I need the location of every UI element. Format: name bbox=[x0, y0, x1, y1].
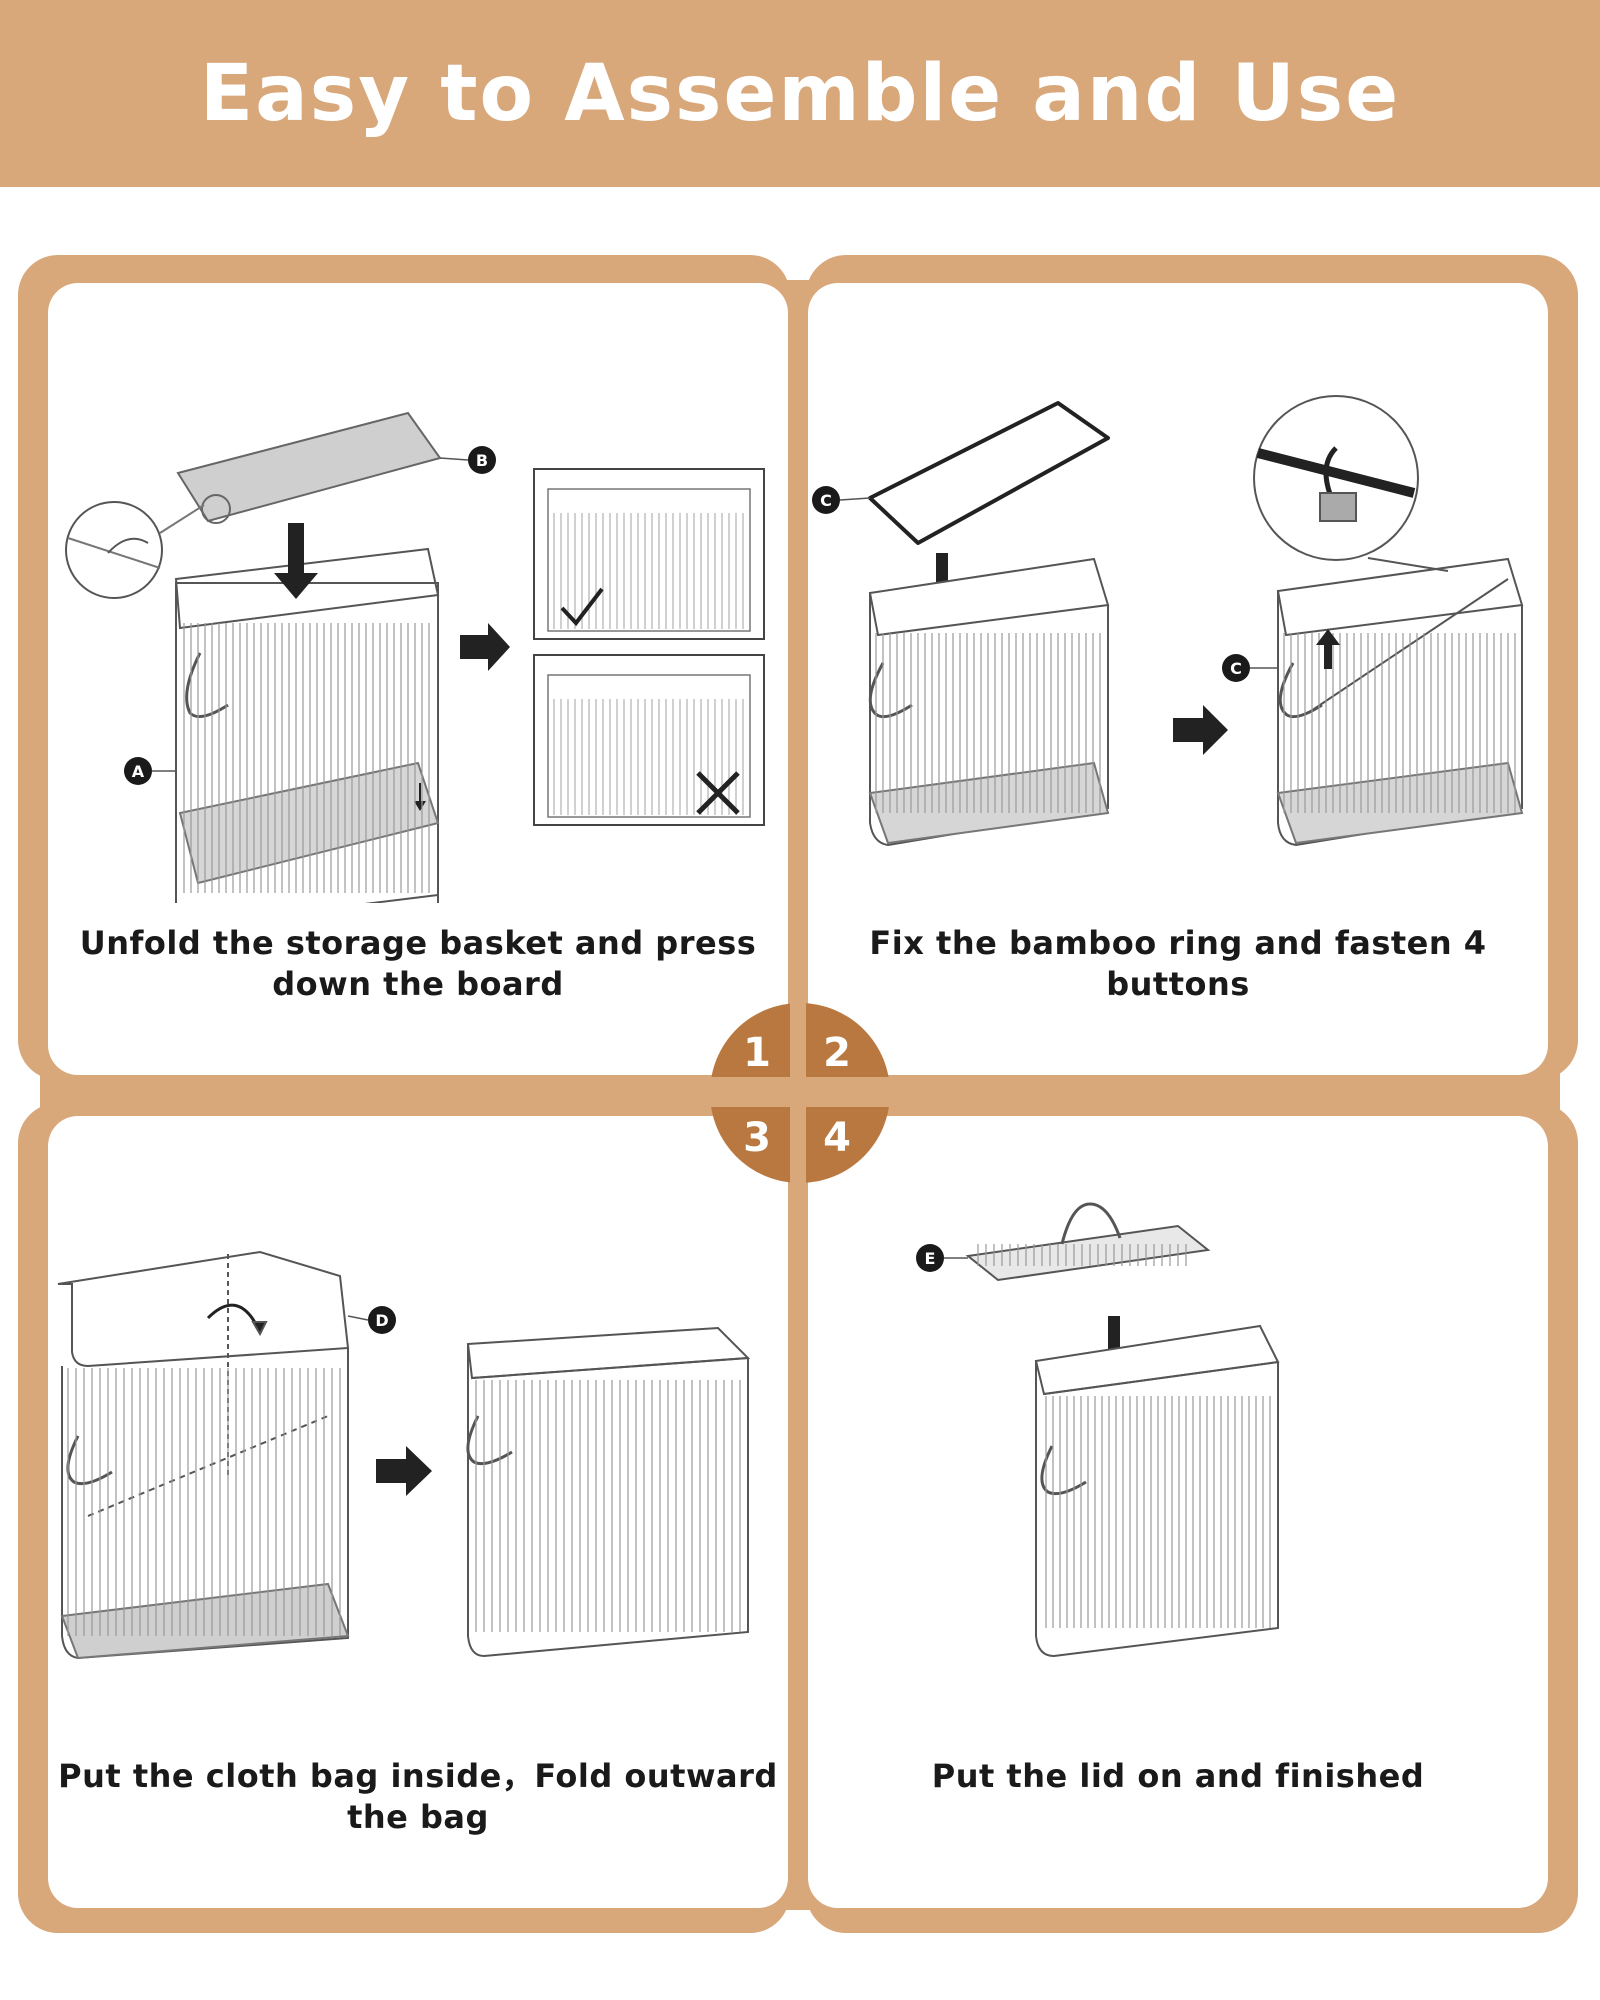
page-title: Easy to Assemble and Use bbox=[199, 48, 1401, 139]
step-badge-4: 4 bbox=[823, 1115, 851, 1161]
step-3-caption-line2: the bag bbox=[347, 1798, 489, 1836]
step-4-caption: Put the lid on and finished bbox=[808, 1756, 1548, 1797]
callout-a: A bbox=[132, 762, 145, 781]
step-2-illustration: C C bbox=[812, 395, 1524, 847]
callout-c-1: C bbox=[820, 491, 832, 510]
step-4-illustration: E bbox=[916, 1202, 1280, 1658]
step-3-caption: Put the cloth bag inside，Fold outward th… bbox=[48, 1756, 788, 1838]
step-4-caption-line1: Put the lid on and finished bbox=[931, 1757, 1425, 1795]
step-badge-1: 1 bbox=[743, 1030, 771, 1076]
step-1-caption: Unfold the storage basket and press down… bbox=[48, 923, 788, 1005]
step-3-caption-line1: Put the cloth bag inside，Fold outward bbox=[58, 1757, 778, 1795]
step-1-caption-line2: down the board bbox=[272, 965, 564, 1003]
step-2-caption: Fix the bamboo ring and fasten 4 buttons bbox=[808, 923, 1548, 1005]
callout-c-2: C bbox=[1230, 659, 1242, 678]
header-banner: Easy to Assemble and Use bbox=[0, 0, 1600, 187]
badge-divider-h bbox=[706, 1077, 894, 1107]
step-2-caption-line1: Fix the bamboo ring and fasten 4 buttons bbox=[869, 924, 1487, 1003]
callout-e: E bbox=[925, 1249, 936, 1268]
callout-d: D bbox=[375, 1311, 388, 1330]
step-badge-3: 3 bbox=[743, 1115, 771, 1161]
step-1-illustration: A B bbox=[65, 411, 765, 903]
callout-b: B bbox=[476, 451, 488, 470]
step-2-panel: C C Fix the bamboo ring and fasten 4 but… bbox=[808, 283, 1548, 1075]
step-3-panel: D Put the cloth bag inside，Fold outward … bbox=[48, 1116, 788, 1908]
step-1-caption-line1: Unfold the storage basket and press bbox=[79, 924, 757, 962]
step-1-panel: A B Unfold the storage basket and press … bbox=[48, 283, 788, 1075]
step-4-panel: E Put the lid on and finished bbox=[808, 1116, 1548, 1908]
step-3-illustration: D bbox=[57, 1250, 751, 1660]
step-badge-2: 2 bbox=[823, 1030, 851, 1076]
